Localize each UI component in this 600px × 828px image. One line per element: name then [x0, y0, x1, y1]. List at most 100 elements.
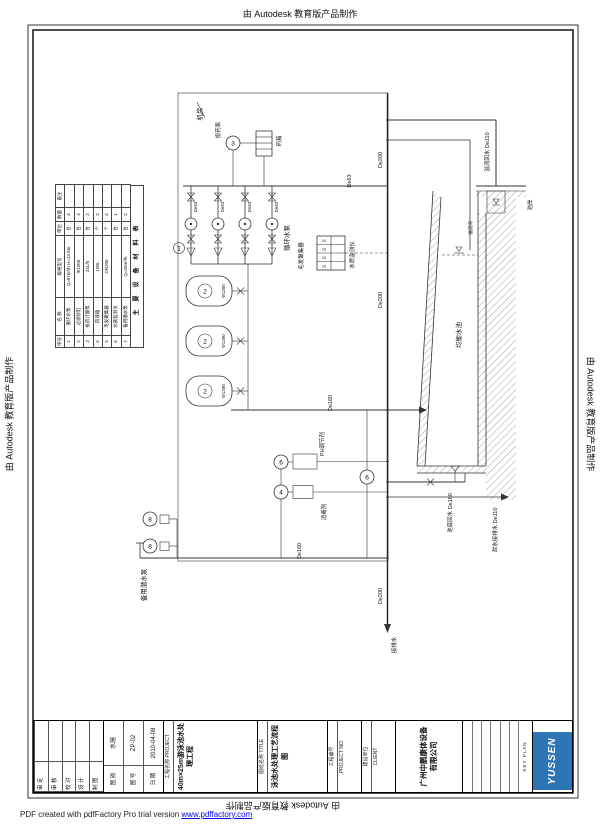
- project-no-label-en: PROJECT NO.: [338, 739, 345, 774]
- equipment-cell: 单位: [55, 221, 65, 236]
- equipment-cell: 过滤砂缸: [74, 297, 84, 336]
- svg-text:10: 10: [322, 256, 326, 260]
- signature-row: 设 计: [75, 721, 90, 792]
- title-block-key-plan: KEY PLAN: [463, 721, 534, 792]
- overflow-gutter: [486, 190, 506, 214]
- svg-text:Φ1200: Φ1200: [221, 284, 226, 298]
- field-cell: 2010-04-08: [150, 727, 157, 759]
- field-cell: 图 号: [123, 765, 143, 792]
- equipment-cell: 个: [93, 221, 103, 236]
- field-cell: ZP-02: [130, 734, 137, 752]
- equipment-cell: 2: [93, 207, 103, 222]
- circulation-pump: De63: [238, 186, 252, 264]
- title-block-company: 广州中鹏康体设备有限公司: [395, 721, 464, 792]
- field-cell: 图 别: [103, 765, 123, 792]
- equipment-cell: 台: [121, 221, 131, 236]
- signature-cell: [89, 721, 104, 762]
- equipment-cell: 水质监测仪: [111, 297, 122, 336]
- signature-cell: 审 定: [34, 761, 49, 792]
- equipment-cell: 4: [64, 207, 75, 222]
- svg-text:8: 8: [148, 516, 152, 523]
- equipment-cell: 2: [121, 207, 131, 222]
- equipment-cell: 2: [74, 335, 84, 348]
- equipment-cell: 2: [83, 207, 94, 222]
- equipment-cell: 6: [111, 335, 122, 348]
- equipment-row: 序号名 称规格型号单位数量备注: [55, 184, 65, 348]
- water-quality-monitor: 10 10 10 10 水质监测仪: [316, 235, 387, 271]
- overflow-return-label: 溢流回水 De110: [483, 132, 491, 171]
- drain-label: 泄水接排水 De110: [491, 508, 499, 553]
- outer-frame: [27, 24, 579, 799]
- equipment-cell: 台: [111, 221, 122, 236]
- equipment-cell: 规格型号: [55, 235, 65, 298]
- company-name: 广州中鹏康体设备有限公司: [419, 726, 439, 787]
- svg-text:3: 3: [231, 140, 235, 147]
- equipment-cell: Φ1200: [74, 235, 84, 298]
- signature-cell: [75, 721, 90, 762]
- pool-section: 均衡水池 池岸 溢流沟: [416, 185, 534, 500]
- equipment-cell: 名 称: [55, 297, 65, 336]
- machine-room-boundary: [177, 92, 389, 562]
- svg-text:De200: De200: [378, 588, 384, 604]
- equipment-cell: Q=25m³/h: [121, 235, 131, 298]
- filter-tank: 2 Φ1200: [185, 375, 248, 407]
- backup-pump-label: 备用潜水泵: [139, 568, 148, 601]
- signature-cell: 校 对: [62, 761, 76, 792]
- equipment-cell: 4: [102, 207, 112, 222]
- monitor-label: 水质监测仪: [348, 241, 356, 269]
- equipment-cell: [64, 184, 75, 208]
- room-label: 机房: [195, 108, 204, 121]
- svg-text:De63: De63: [247, 201, 252, 212]
- pdffactory-link[interactable]: www.pdffactory.com: [181, 810, 253, 819]
- signature-cell: 设 计: [75, 761, 90, 792]
- title-block-field: 图 别水施: [103, 721, 124, 792]
- dosing-unit: 3 投药泵 药箱: [214, 121, 283, 186]
- equipment-cell: DN100: [102, 235, 112, 298]
- field-cell: 日 期: [143, 765, 164, 792]
- svg-text:De63: De63: [220, 201, 225, 212]
- pump-tag: [173, 242, 185, 254]
- dosing-tank-label: 药箱: [275, 135, 283, 147]
- svg-text:6: 6: [365, 474, 369, 481]
- equipment-cell: 毛发聚集器: [102, 297, 112, 336]
- svg-text:Φ1200: Φ1200: [221, 384, 226, 398]
- svg-text:De160: De160: [297, 543, 303, 559]
- equipment-cell: [93, 184, 103, 208]
- to-drain-label: 接排水: [390, 636, 398, 653]
- hair-collector-label: 毛发聚集器: [297, 242, 305, 270]
- svg-text:De63: De63: [347, 174, 353, 187]
- equipment-cell: Q=97m³/h H=13.5m: [64, 235, 75, 298]
- project-label: 工程名称: [164, 758, 171, 779]
- signature-cell: 制 图: [89, 761, 104, 792]
- title-block-client: 建设单位 CLIENT: [361, 721, 396, 792]
- signature-row: 审 核: [48, 721, 63, 792]
- equipment-cell: 24L/h: [83, 235, 94, 298]
- pdf-footer-text: PDF created with pdfFactory Pro trial ve…: [20, 810, 182, 819]
- dosing-pump-label: 投药泵: [214, 121, 222, 138]
- project-name: 40m×25m游泳池水处理工程: [177, 722, 195, 791]
- yussen-logo: YUSSEN: [533, 732, 572, 790]
- equipment-cell: 药液箱: [93, 297, 103, 336]
- svg-text:De200: De200: [378, 152, 384, 168]
- pdf-footer: PDF created with pdfFactory Pro trial ve…: [20, 810, 252, 819]
- svg-text:De160: De160: [328, 395, 334, 411]
- svg-text:De63: De63: [274, 201, 279, 212]
- project-no-label: 工程编号: [327, 721, 338, 792]
- circulation-pump: De63: [184, 186, 198, 264]
- equipment-cell: 3: [74, 207, 84, 222]
- chemical-feeders: 6 4 PH调节剂 消毒剂 6: [273, 410, 387, 558]
- signature-cell: 审 核: [48, 761, 63, 792]
- ph-feeder-label: PH调节剂: [318, 431, 326, 456]
- pool-deck-label: 池岸: [526, 199, 534, 211]
- equipment-cell: 7: [121, 335, 131, 348]
- signature-row: 审 定: [34, 721, 49, 792]
- pool-piping: 溢流回水 De110 池底回水 De160 泄水接排水 De110: [386, 118, 509, 560]
- title-block-project-no: 工程编号 PROJECT NO.: [327, 721, 362, 792]
